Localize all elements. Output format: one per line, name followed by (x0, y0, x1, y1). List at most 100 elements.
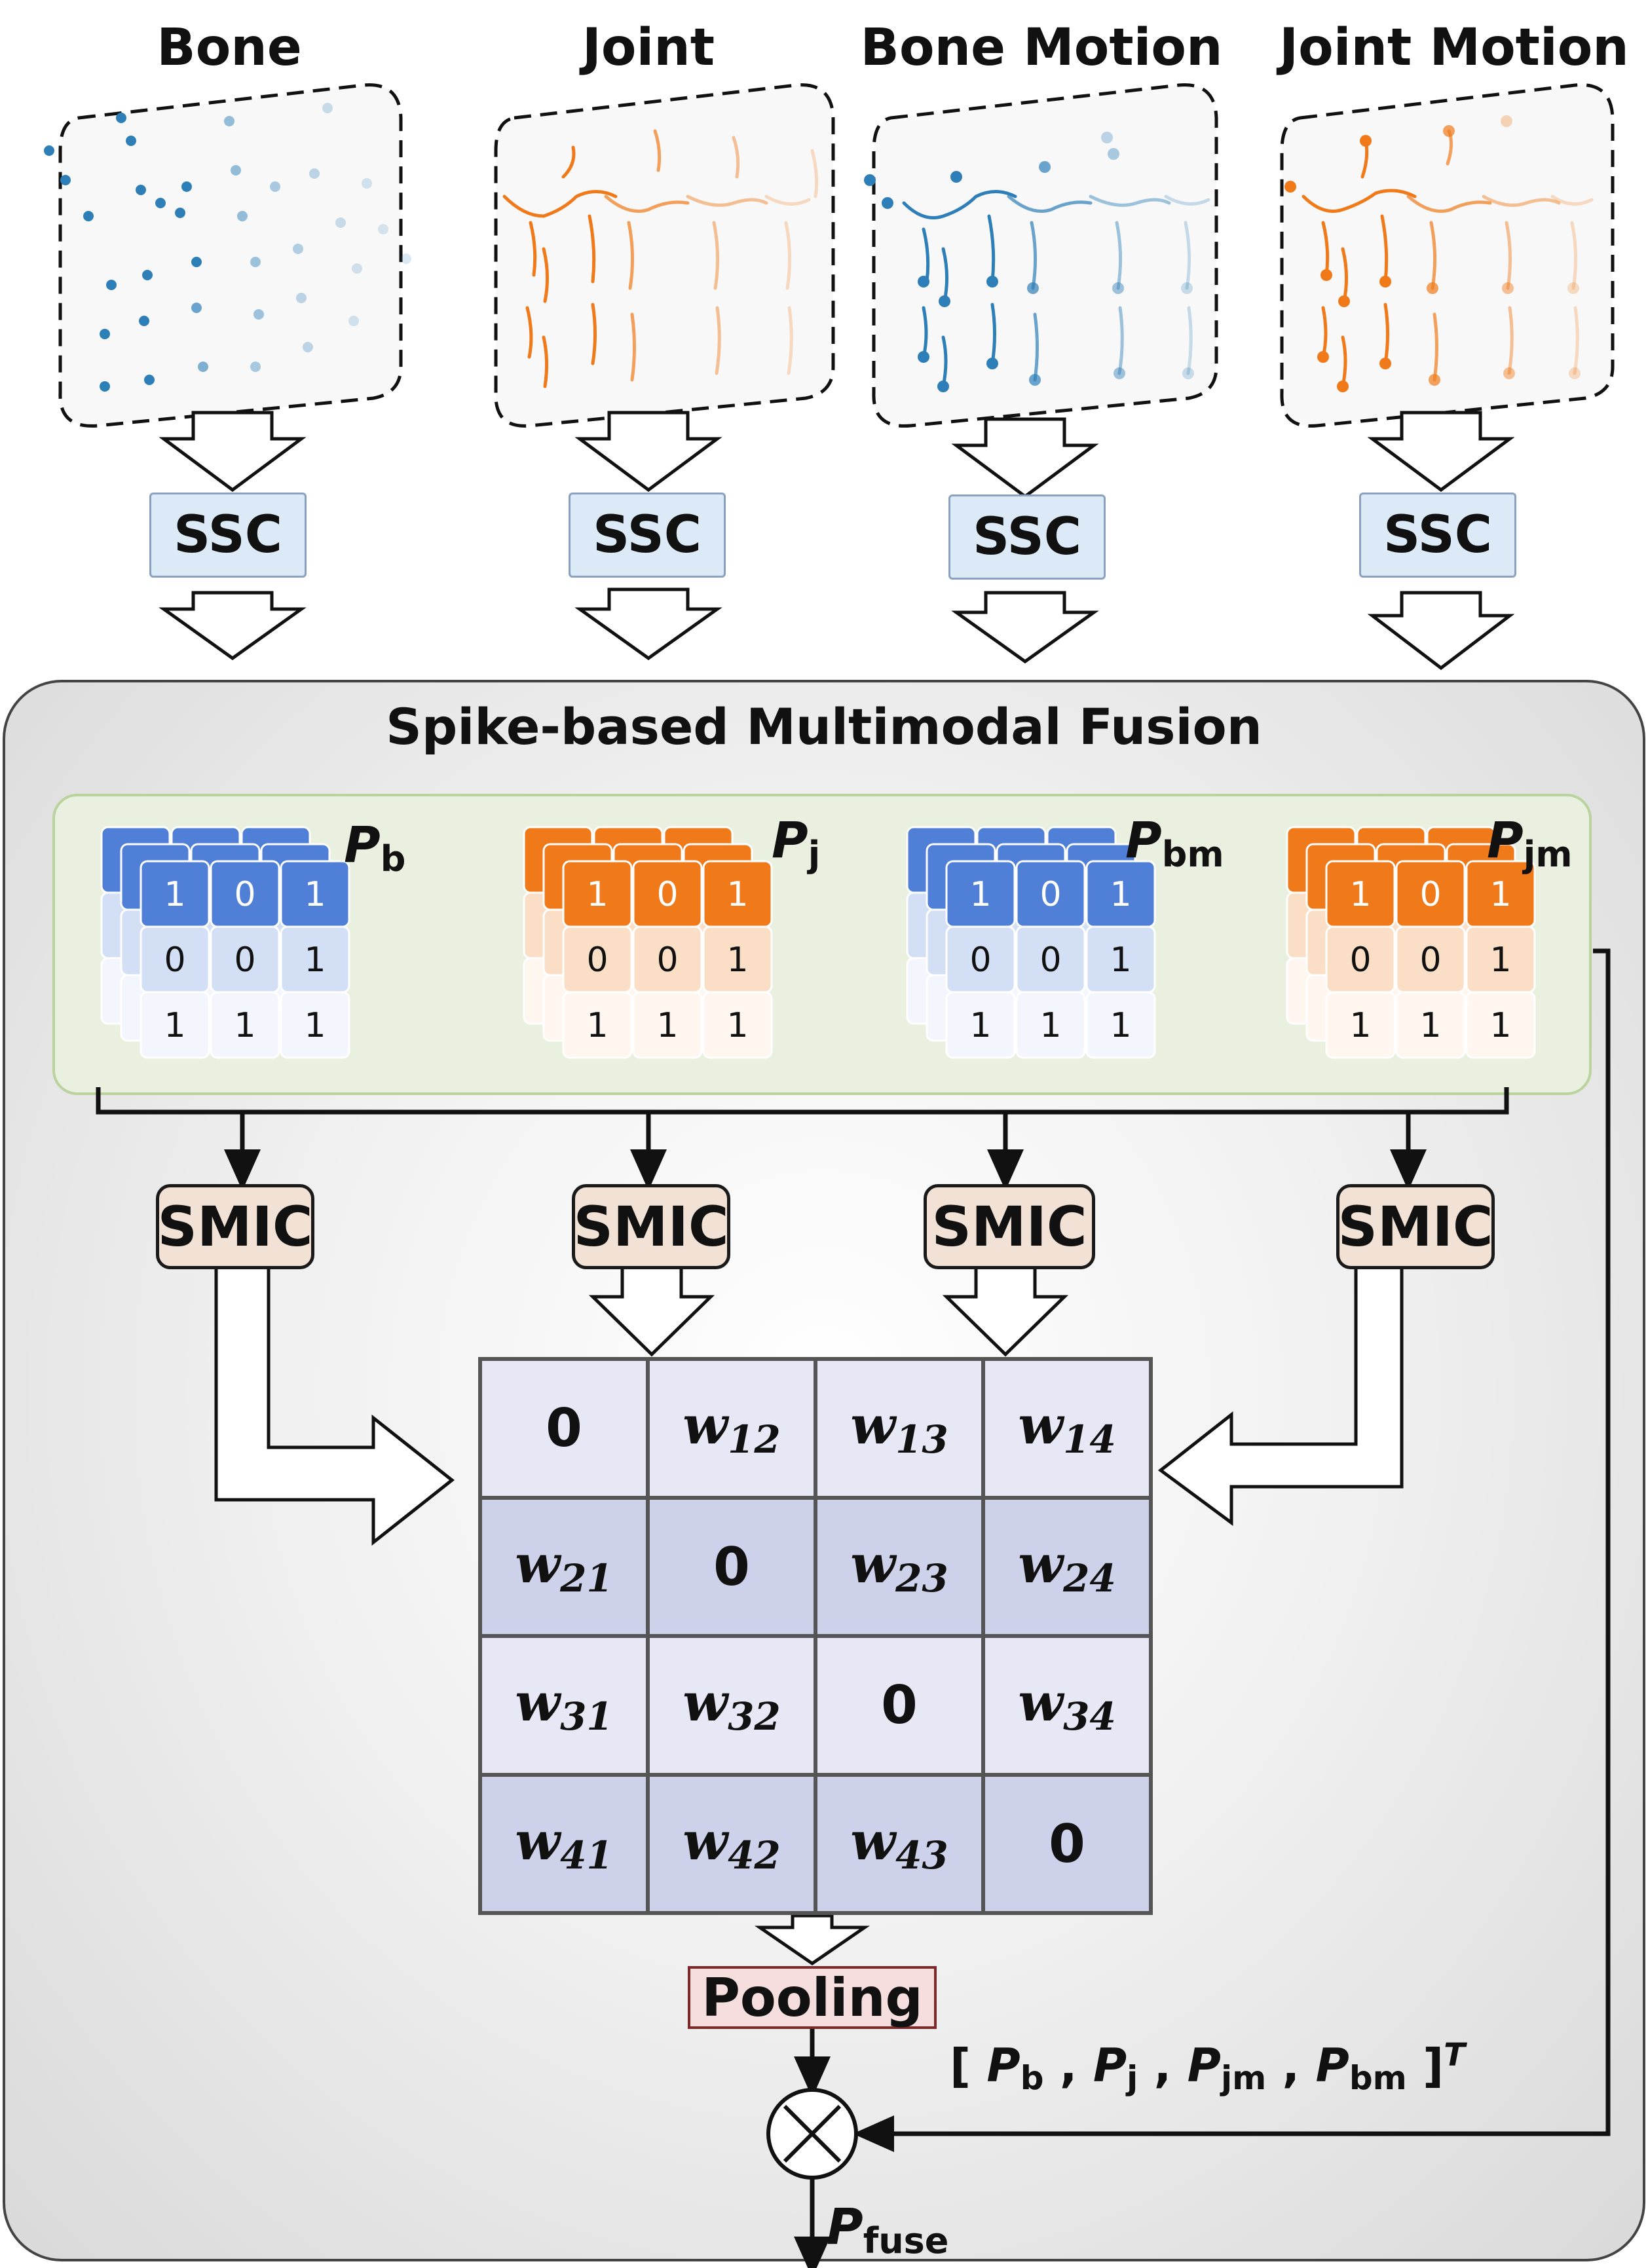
spike-bit: 1 (656, 1006, 678, 1045)
spike-bit: 1 (969, 875, 991, 914)
spike-bit: 1 (234, 1006, 255, 1045)
smic2-to-matrix-arrow (588, 1262, 715, 1357)
output-label: Pfuse (827, 2197, 949, 2261)
matrix-cell-3-2: w32 (648, 1636, 815, 1775)
spike-bit: 1 (1110, 875, 1131, 914)
spike-cell (1465, 991, 1536, 1059)
spike-cell (632, 991, 703, 1059)
joint-skeleton-lines (502, 129, 819, 388)
spike-bit: 1 (164, 1006, 185, 1045)
spike-cell (945, 991, 1016, 1059)
spike-bit: 1 (726, 875, 748, 914)
spike-bit: 0 (586, 940, 608, 980)
spike-bit: 0 (1419, 875, 1441, 914)
matrix-cell-4-2: w42 (648, 1774, 815, 1913)
spike-cell (210, 991, 280, 1059)
spike-bit: 0 (656, 875, 678, 914)
spike-bit: 1 (1489, 1006, 1511, 1045)
matrix-cell-3-1: w31 (480, 1636, 648, 1775)
smic4-to-matrix-arrow (1157, 1262, 1404, 1526)
spike-bit: 1 (304, 875, 326, 914)
smic-box-4: SMIC (1336, 1184, 1495, 1269)
matrix-cell-2-2: 0 (648, 1497, 815, 1636)
spike-bit: 1 (1419, 1006, 1441, 1045)
matrix-cell-2-1: w21 (480, 1497, 648, 1636)
matrix-cell-1-3: w13 (815, 1359, 983, 1498)
spike-bit: 0 (1349, 940, 1371, 980)
smic-box-1: SMIC (156, 1184, 314, 1269)
matrix-cell-1-2: w12 (648, 1359, 815, 1498)
fusion-title: Spike-based Multimodal Fusion (386, 697, 1262, 756)
matrix-cell-2-3: w23 (815, 1497, 983, 1636)
spike-bit: 0 (234, 940, 255, 980)
spike-bit: 1 (164, 875, 185, 914)
tensor-to-smic-connectors (96, 1087, 1509, 1191)
spike-bit: 1 (1489, 940, 1511, 980)
spike-bit: 1 (1349, 875, 1371, 914)
title-bone: Bone (157, 18, 302, 77)
title-bone-motion: Bone Motion (860, 18, 1223, 77)
spike-tensor-cubes: 1010011111010011111010011111010011111010… (100, 826, 1536, 1059)
spike-cell (140, 991, 210, 1059)
tensor-label-pjm: Pjm (1487, 811, 1573, 875)
feedback-connector (853, 948, 1611, 2152)
vector-item-1: Pb (986, 2039, 1044, 2098)
joint-motion-skeleton (1302, 129, 1594, 388)
spike-cell (1085, 991, 1156, 1059)
tensor-label-pj: Pj (772, 811, 821, 875)
joint-motion-dots (1284, 115, 1581, 392)
ssc-box-joint-motion: SSC (1359, 493, 1516, 578)
spike-cell (1395, 991, 1466, 1059)
bone-motion-dots (864, 132, 1194, 392)
hollow-arrows-bottom (159, 587, 1515, 671)
spike-bit: 0 (1419, 940, 1441, 980)
matrix-cell-1-4: w14 (983, 1359, 1151, 1498)
spike-bit: 1 (726, 940, 748, 980)
spike-bit: 1 (1489, 875, 1511, 914)
spike-bit: 0 (1039, 875, 1061, 914)
pooling-box: Pooling (688, 1966, 937, 2029)
bone-motion-frame (872, 83, 1218, 428)
hollow-arrows-top (159, 411, 1515, 499)
smic3-to-matrix-arrow (942, 1262, 1069, 1357)
matrix-cell-4-4: 0 (983, 1774, 1151, 1913)
spike-bit: 1 (304, 940, 326, 980)
matrix-cell-3-4: w34 (983, 1636, 1151, 1775)
bone-frame (58, 83, 403, 428)
matrix-cell-4-3: w43 (815, 1774, 983, 1913)
spike-bit: 1 (1110, 940, 1131, 980)
spike-bit: 1 (586, 875, 608, 914)
spike-cell (1015, 991, 1086, 1059)
vector-item-2: Pj (1093, 2039, 1138, 2098)
tensor-vector-label: [ Pb , Pj , Pjm , Pbm ]T (950, 2037, 1465, 2098)
matrix-cell-1-1: 0 (480, 1359, 648, 1498)
spike-bit: 1 (304, 1006, 326, 1045)
joint-frame (494, 83, 835, 428)
spike-cell (702, 991, 773, 1059)
matrix-cell-4-1: w41 (480, 1774, 648, 1913)
spike-cell (1325, 991, 1396, 1059)
matrix-to-pooling-arrow (754, 1914, 871, 1966)
matrix-cell-2-4: w24 (983, 1497, 1151, 1636)
vector-item-3: Pjm (1187, 2039, 1267, 2098)
spike-bit: 1 (1349, 1006, 1371, 1045)
smic1-to-matrix-arrow (214, 1262, 455, 1546)
spike-bit: 1 (1039, 1006, 1061, 1045)
tensor-label-pb: Pb (344, 815, 406, 880)
spike-bit: 0 (656, 940, 678, 980)
spike-bit: 0 (234, 875, 255, 914)
ssc-box-joint: SSC (569, 493, 726, 578)
smic-box-3: SMIC (924, 1184, 1095, 1269)
smic-box-2: SMIC (572, 1184, 730, 1269)
ssc-box-bone: SSC (149, 493, 307, 578)
title-joint: Joint (582, 18, 715, 77)
spike-cell (280, 991, 350, 1059)
ssc-box-bone-motion: SSC (948, 494, 1106, 580)
tensor-label-pbm: Pbm (1125, 811, 1224, 875)
spike-bit: 1 (1110, 1006, 1131, 1045)
spike-cell (562, 991, 633, 1059)
matrix-cell-3-3: 0 (815, 1636, 983, 1775)
spike-bit: 1 (726, 1006, 748, 1045)
spike-bit: 0 (164, 940, 185, 980)
